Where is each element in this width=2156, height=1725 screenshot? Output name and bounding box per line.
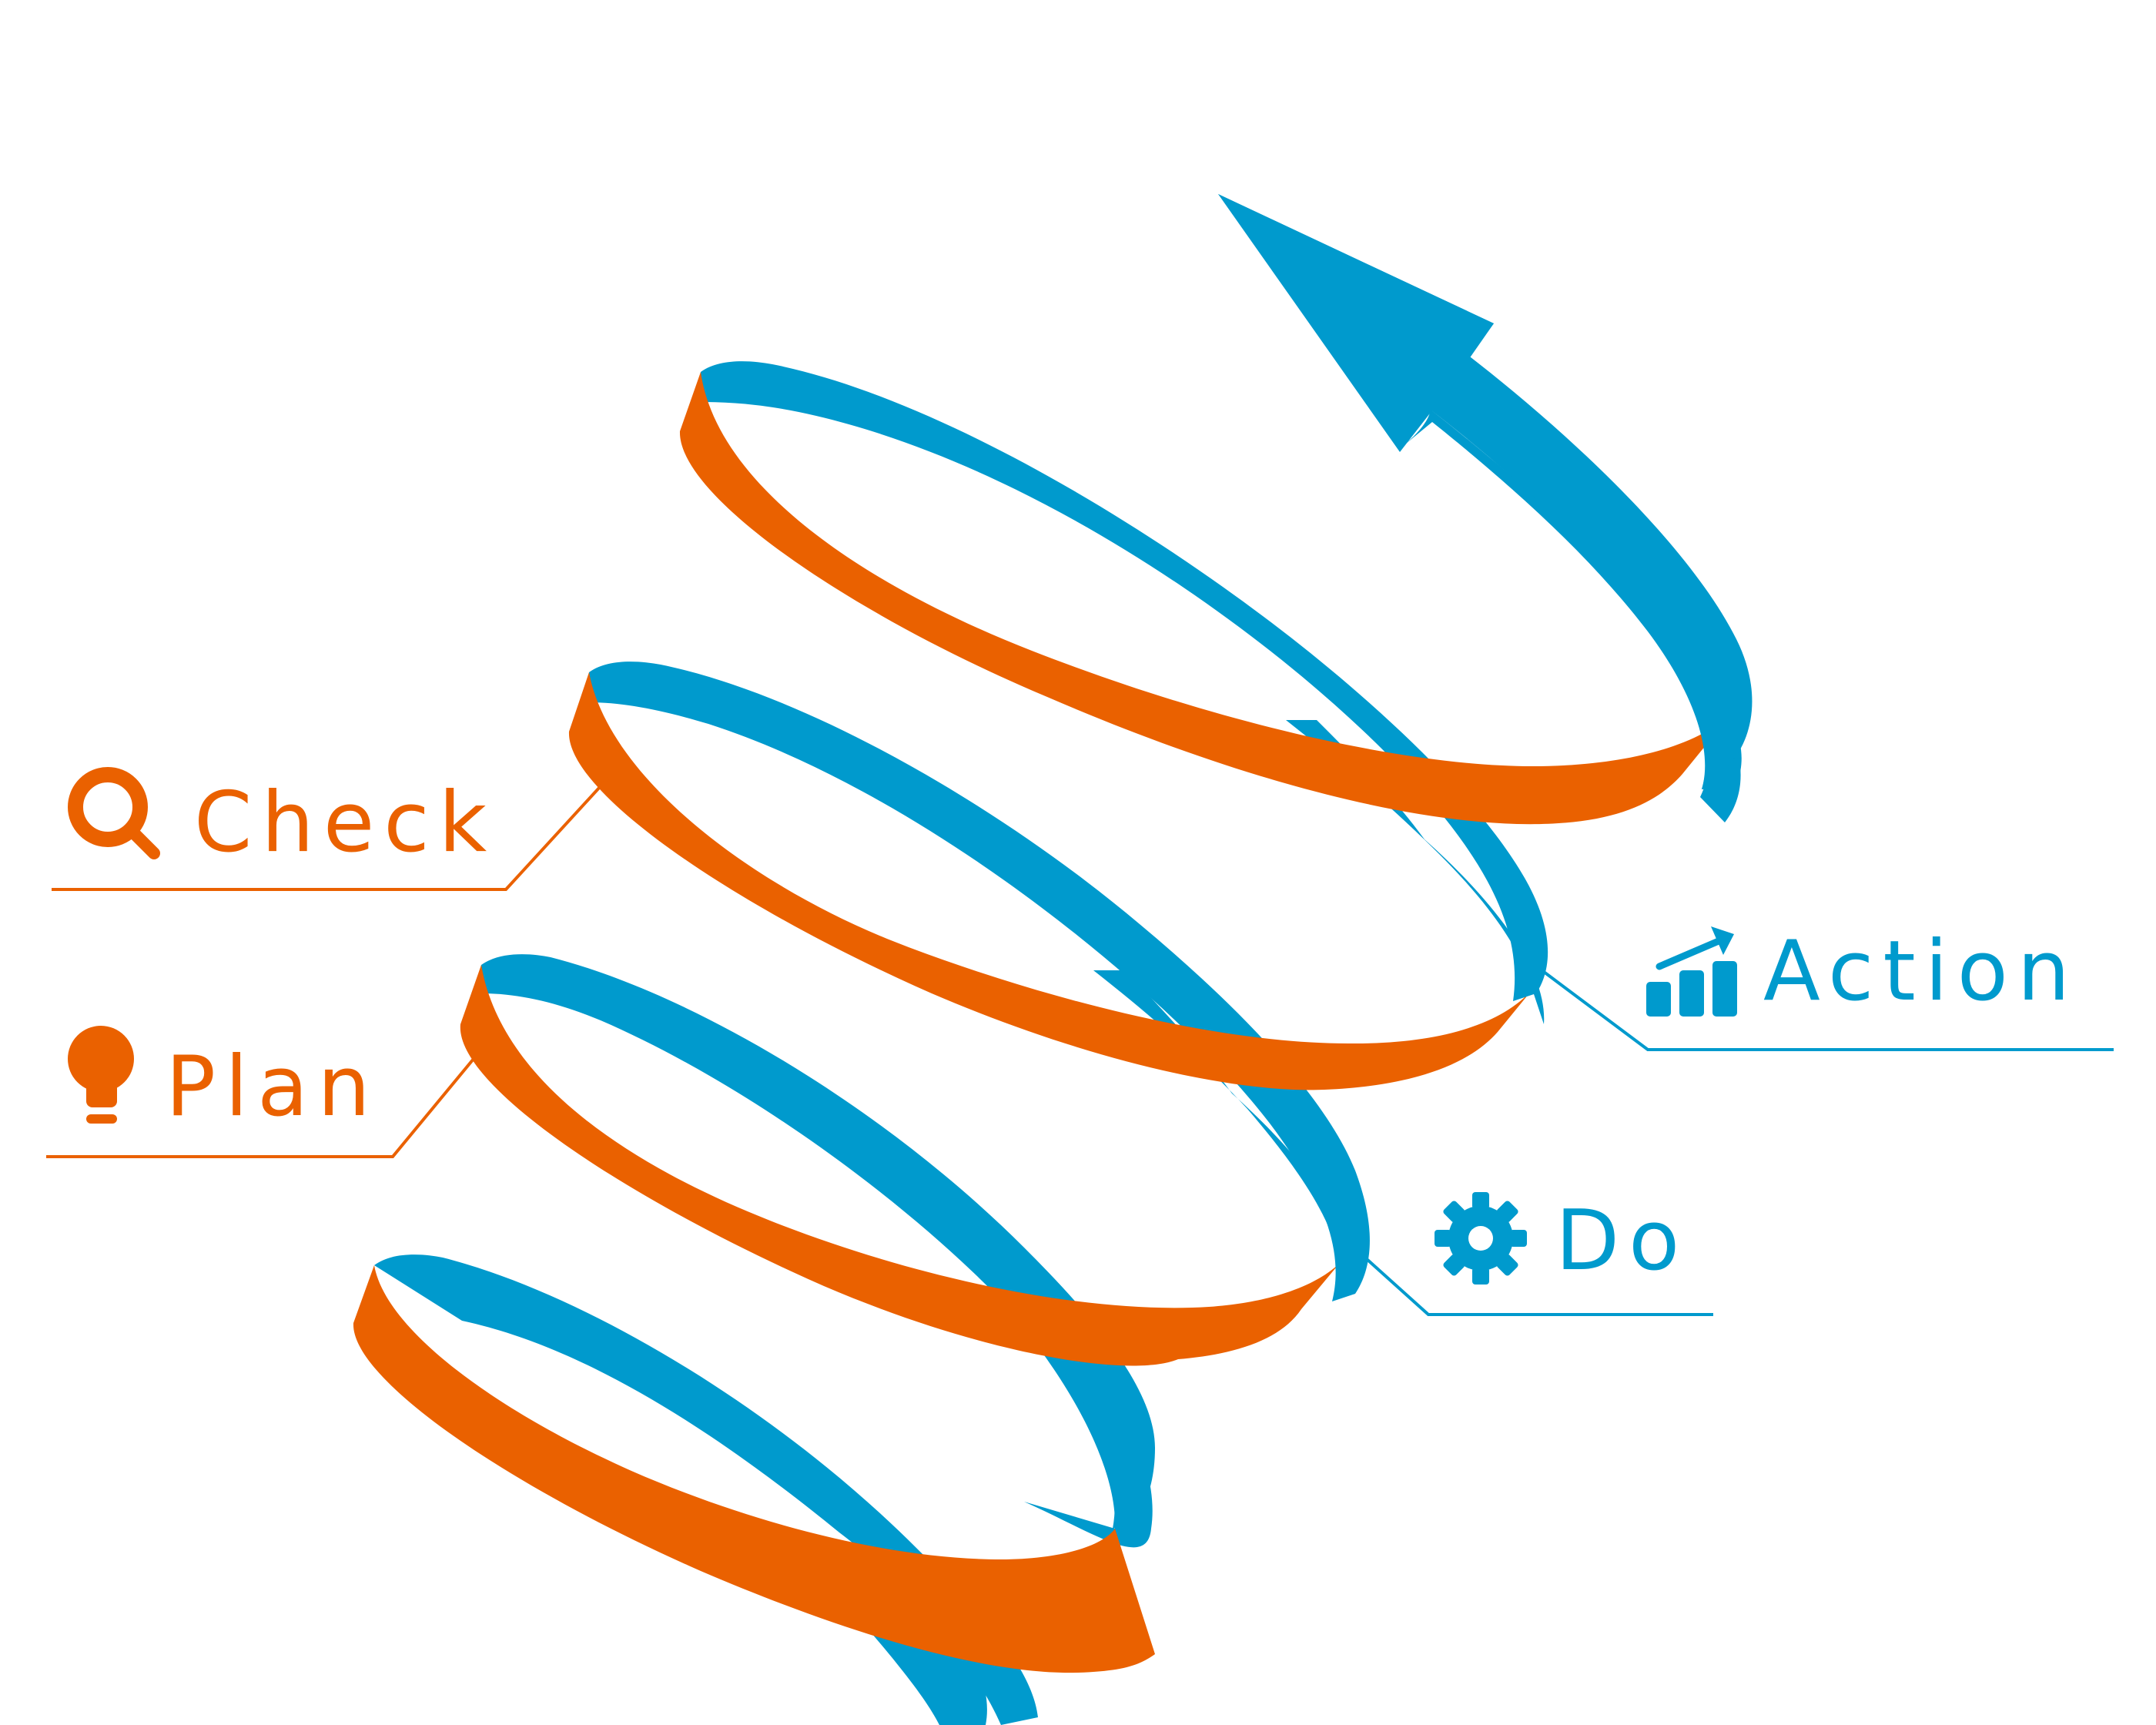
magnifier-icon (68, 767, 160, 859)
do-label: Do (1342, 1192, 1713, 1316)
coil-1-blue-front (374, 1254, 1038, 1725)
coil-1-orange (353, 1265, 1156, 1673)
lightbulb-icon (68, 1026, 134, 1124)
check-leader-line (52, 776, 610, 891)
plan-leader-line (46, 1057, 475, 1158)
gear-icon (1435, 1192, 1527, 1285)
coil-3-orange (568, 672, 1532, 1090)
action-leader-line (1542, 970, 2114, 1051)
action-text: Action (1763, 923, 2079, 1020)
coil-2-orange (460, 965, 1340, 1366)
action-label: Action (1542, 923, 2114, 1051)
coil-4-orange (679, 372, 1732, 825)
coil-4-blue-front (701, 361, 1548, 1001)
do-text: Do (1555, 1193, 1689, 1289)
bar-chart-growth-icon (1646, 926, 1737, 1017)
plan-label: Plan (46, 1026, 475, 1158)
check-text: Check (194, 775, 496, 871)
spiral-arrow-shaft (1428, 354, 1753, 789)
plan-text: Plan (166, 1039, 380, 1135)
do-leader-line (1342, 1237, 1713, 1316)
arrow-head-main (1218, 194, 1494, 452)
check-label: Check (52, 767, 610, 891)
